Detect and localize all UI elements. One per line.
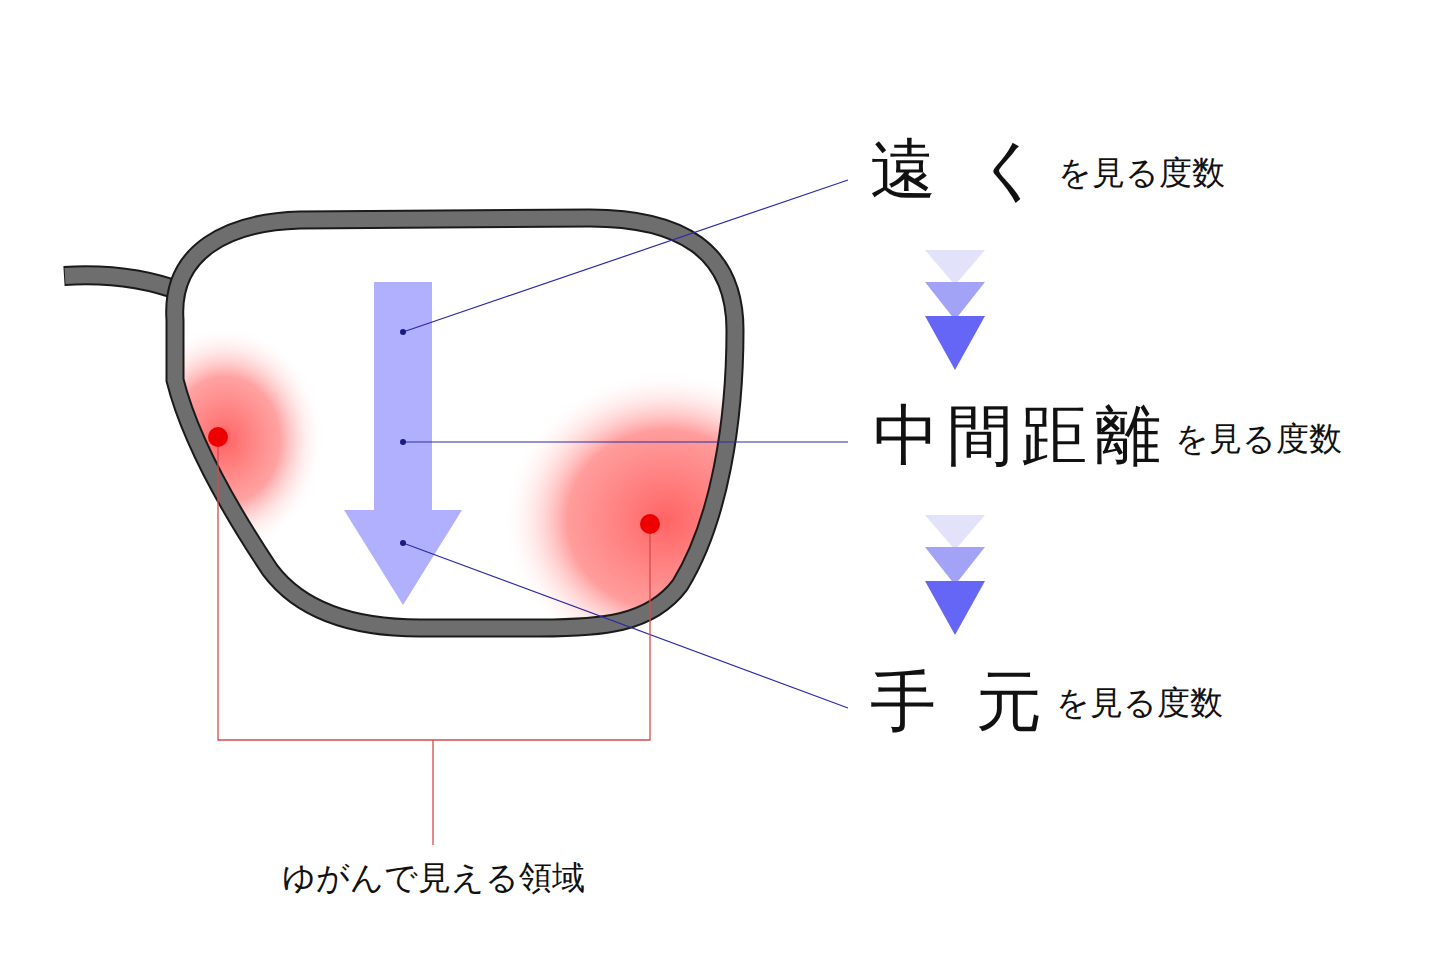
triangle bbox=[925, 316, 985, 370]
distortion-zone bbox=[125, 325, 325, 555]
distortion-dot bbox=[208, 427, 228, 447]
distance-label: 中間距離 bbox=[873, 403, 1169, 469]
leader-line bbox=[403, 441, 848, 442]
triangle bbox=[925, 250, 985, 285]
temple bbox=[65, 275, 182, 292]
leader-dot bbox=[400, 439, 406, 445]
leader-dot bbox=[400, 329, 406, 335]
frame-outline bbox=[175, 218, 735, 628]
distortion-dot bbox=[640, 514, 660, 534]
label-suffix: を見る度数 bbox=[1056, 686, 1223, 719]
region-note: ゆがんで見える領域 bbox=[282, 861, 585, 894]
label-suffix: を見る度数 bbox=[1175, 422, 1342, 455]
label-suffix: を見る度数 bbox=[1058, 156, 1225, 189]
step-triangles bbox=[925, 250, 985, 370]
temple-outline bbox=[64, 275, 182, 292]
triangle bbox=[925, 282, 985, 320]
leader-line bbox=[403, 543, 848, 708]
leader-lines bbox=[403, 180, 848, 708]
bracket bbox=[218, 447, 650, 845]
frame bbox=[175, 218, 735, 628]
triangle bbox=[925, 547, 985, 585]
leader-line bbox=[403, 180, 848, 332]
step-triangles bbox=[925, 515, 985, 635]
leader-dots bbox=[400, 329, 406, 546]
triangle bbox=[925, 515, 985, 550]
leader-dot bbox=[400, 540, 406, 546]
distance-label: 手元 bbox=[870, 669, 1082, 735]
triangle bbox=[925, 581, 985, 635]
distance-label: 遠く bbox=[870, 137, 1084, 203]
progression-arrow bbox=[344, 282, 462, 605]
